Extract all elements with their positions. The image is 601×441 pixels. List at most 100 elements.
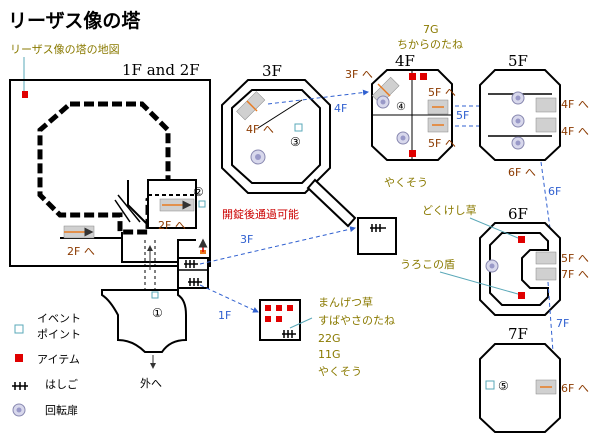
- stairs: [535, 117, 557, 133]
- link-1f: 1F: [218, 309, 231, 322]
- map-label: リーザス像の塔の地図: [10, 43, 120, 56]
- item-marker: [22, 91, 28, 98]
- legend-ladder: はしご: [45, 377, 78, 391]
- marker-2: ②: [193, 185, 204, 199]
- ladder-icon: [188, 278, 202, 286]
- link-5f-a: 5F へ: [428, 86, 456, 99]
- ladder-icon: [184, 260, 198, 268]
- stair-arrow: [377, 83, 391, 97]
- f4-item-herb: やくそう: [384, 176, 428, 189]
- event-marker: [485, 380, 495, 390]
- item-marker: [276, 316, 282, 322]
- f6-item-shield: うろこの盾: [400, 258, 455, 271]
- 3f-divider: [257, 99, 303, 129]
- item-marker: [276, 305, 282, 311]
- event-marker: [151, 291, 159, 299]
- link-6f-arrow-label: 6F: [548, 185, 561, 198]
- link-7f-arrow-label: 7F: [556, 317, 569, 330]
- legend-item: アイテム: [37, 353, 80, 366]
- legend-event-icon: [14, 324, 24, 334]
- floor-3f-corridor: [306, 178, 357, 228]
- link-arrow-3f: [199, 226, 356, 265]
- link-4f-from-5f-a: 4F へ: [561, 98, 589, 111]
- item-marker: [518, 292, 525, 299]
- link-5f-b: 5F へ: [428, 137, 456, 150]
- revolving-door-icon: [400, 135, 406, 141]
- floor-3f-room: [357, 217, 397, 255]
- f6-item-antidote: どくけし草: [422, 204, 477, 217]
- corridor-room: [177, 257, 209, 289]
- f4-item-seed: ちからのたね: [397, 38, 463, 51]
- marker-3: ③: [290, 135, 301, 149]
- link-3f-in: 3F: [240, 233, 253, 246]
- link-4f-from-5f-b: 4F へ: [561, 125, 589, 138]
- stairs: [535, 267, 557, 281]
- legend-event-2: ポイント: [37, 328, 81, 341]
- inner-wall: [114, 199, 131, 223]
- legend-event-1: イベント: [37, 312, 81, 325]
- inner-wall: [127, 180, 149, 226]
- legend-ladder-icon: [12, 382, 28, 390]
- inner-wall: [117, 194, 141, 223]
- floor-7f-outline: [479, 343, 561, 433]
- floor-label-4f: 4F: [395, 52, 415, 70]
- stairs: [535, 251, 557, 265]
- item-marker: [265, 305, 271, 311]
- item-marker: [409, 150, 416, 157]
- revolving-door-icon: [515, 140, 521, 146]
- item-marker: [287, 305, 293, 311]
- link-6f-from-5f: 6F へ: [508, 166, 536, 179]
- marker-4: ④: [396, 100, 406, 113]
- item-marker: [409, 73, 416, 80]
- page-title: リーザス像の塔: [8, 9, 141, 32]
- revolving-door-icon: [515, 95, 521, 101]
- event-marker: [198, 200, 206, 208]
- legend-door: 回転扉: [45, 404, 78, 417]
- link-arrow-7f: [547, 281, 558, 381]
- item-pointer: [469, 217, 519, 239]
- item-marker: [518, 236, 525, 243]
- unlock-note: 開錠後通過可能: [222, 207, 299, 221]
- link-4f-arrow-label: 4F: [334, 102, 347, 115]
- link-2f-b: 2F へ: [158, 219, 186, 232]
- link-4f-from-3f: 4F へ: [246, 123, 274, 136]
- link-2f: 2F へ: [67, 245, 95, 258]
- legend: イベント ポイント アイテム はしご 回転扉: [12, 312, 81, 417]
- f4-item-gold: 7G: [423, 23, 439, 36]
- item-pointer: [439, 271, 519, 295]
- entrance-hall: [101, 289, 187, 353]
- link-outside: 外へ: [140, 377, 162, 390]
- item-name: やくそう: [318, 365, 362, 378]
- marker-5: ⑤: [498, 379, 509, 393]
- revolving-door-icon: [255, 154, 261, 160]
- floor-label-6f: 6F: [508, 205, 528, 223]
- marker-1: ①: [152, 306, 163, 320]
- stair-arrow: [246, 100, 258, 112]
- revolving-door-icon: [489, 263, 495, 269]
- octagon-room: [37, 101, 171, 235]
- legend-item-icon: [15, 354, 23, 362]
- floor-6f-inner: [489, 232, 549, 306]
- revolving-door-icon: [515, 118, 521, 124]
- item-name: すばやさのたね: [318, 314, 395, 327]
- floor-label-5f: 5F: [508, 52, 528, 70]
- item-pointer: [289, 317, 313, 329]
- floor-1f2f-outline: [9, 79, 211, 267]
- legend-door-icon: [16, 407, 22, 413]
- link-3f-from-4f: 3F へ: [345, 68, 373, 81]
- link-arrow-1f: [199, 284, 259, 313]
- event-marker: [294, 123, 303, 132]
- link-7f-from-6f: 7F へ: [561, 268, 589, 281]
- link-arrow-4f: [267, 89, 369, 105]
- item-name: まんげつ草: [318, 296, 373, 309]
- link-6f-from-7f: 6F へ: [561, 382, 589, 395]
- revolving-door-icon: [380, 99, 386, 105]
- ladder-icon: [282, 330, 296, 338]
- item-name: 22G: [318, 332, 341, 345]
- ladder-icon: [370, 224, 386, 232]
- link-5f-from-6f: 5F へ: [561, 252, 589, 265]
- stairs: [535, 97, 557, 113]
- item-room-list: まんげつ草 すばやさのたね 22G 11G やくそう: [318, 296, 395, 378]
- item-marker: [265, 316, 271, 322]
